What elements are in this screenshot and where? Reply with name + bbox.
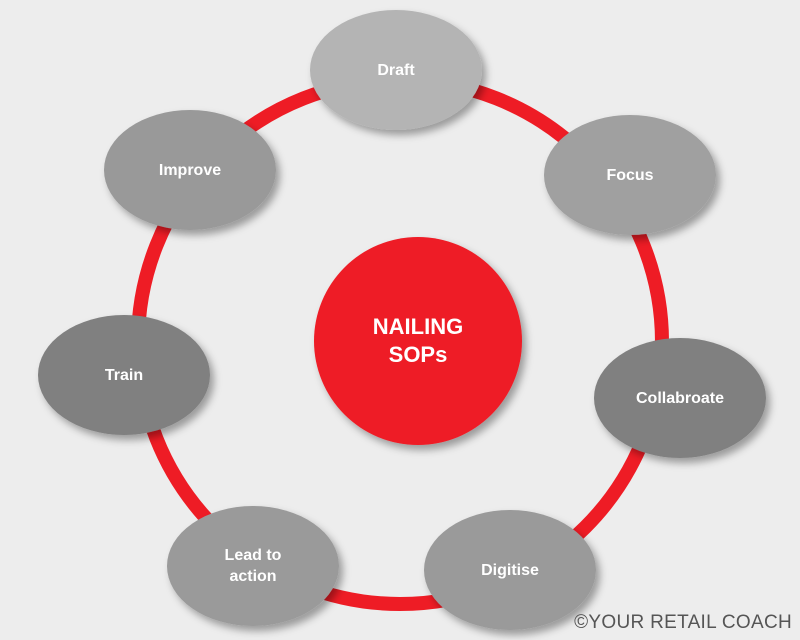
step-text: Lead to action [224, 547, 282, 585]
step-ellipse [594, 338, 766, 458]
step-ellipse [310, 10, 482, 130]
step-text: Focus [606, 166, 654, 184]
step-text: Digitise [481, 561, 539, 579]
step-label-collabroate: Collabroate [604, 338, 756, 458]
step-label-improve: Improve [114, 110, 266, 230]
step-ellipse [424, 510, 596, 630]
step-ellipse [104, 110, 276, 230]
center-circle-shape [314, 237, 522, 445]
copyright-footer: ©YOUR RETAIL COACH [574, 612, 792, 633]
center-line-1: NAILING [372, 314, 464, 339]
step-ellipse [167, 506, 339, 626]
step-label-train: Train [48, 315, 200, 435]
step-text: Improve [158, 161, 222, 179]
step-text: Train [104, 366, 144, 384]
center-label: NAILING SOPs [314, 237, 522, 445]
step-label-digitise: Digitise [434, 510, 586, 630]
step-label-focus: Focus [554, 115, 706, 235]
step-ellipse [544, 115, 716, 235]
step-label-lead-to-action: Lead to action [177, 506, 329, 626]
center-line-2: SOPs [388, 342, 448, 367]
step-text: Draft [377, 61, 415, 79]
step-text: Collabroate [635, 389, 724, 407]
step-ellipse [38, 315, 210, 435]
step-label-draft: Draft [320, 10, 472, 130]
